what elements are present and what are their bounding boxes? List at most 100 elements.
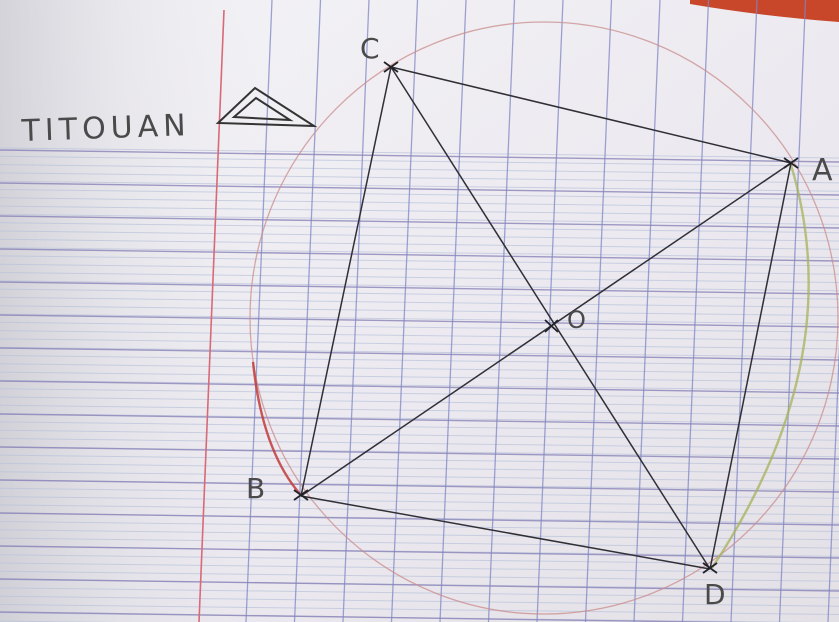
fine-rule: [0, 272, 839, 283]
fine-rule: [0, 238, 839, 250]
segment-ad: [709, 162, 792, 570]
main-rule: [0, 512, 839, 526]
fine-rule: [0, 404, 839, 416]
circumscribed-circle: [249, 21, 839, 615]
fine-rule: [0, 379, 839, 391]
fine-rule: [0, 313, 839, 325]
fine-rule: [0, 330, 839, 342]
mark-c: [383, 61, 399, 73]
fine-rule: [0, 396, 839, 408]
main-rule: [0, 545, 839, 559]
fine-rule: [0, 247, 839, 259]
grid-column-line: [633, 0, 661, 622]
main-rule: [0, 578, 839, 592]
fine-rule: [0, 487, 839, 499]
label-a: A: [812, 153, 833, 188]
fine-rule: [0, 562, 839, 574]
mark-b: [293, 489, 309, 501]
main-rule: [0, 182, 839, 196]
background-corner: [690, 0, 839, 22]
fine-rule: [0, 155, 839, 167]
fine-rule: [0, 471, 839, 483]
fine-ruled-lines: [0, 147, 839, 622]
fine-rule: [0, 371, 839, 383]
mark-a: [783, 157, 799, 169]
fine-rule: [0, 288, 839, 300]
fine-rule: [0, 147, 839, 159]
grid-column-line: [681, 0, 710, 622]
main-rule: [0, 347, 839, 361]
grid-column-line: [342, 0, 370, 622]
main-rule: [0, 149, 839, 163]
main-rule: [0, 248, 839, 262]
fine-rule: [0, 504, 839, 516]
fine-rule: [0, 496, 839, 508]
fine-rule: [0, 296, 839, 308]
fine-rule: [0, 595, 839, 607]
student-name: TITOUAN: [20, 108, 191, 149]
main-rule: [0, 446, 839, 460]
fine-rule: [0, 346, 839, 358]
fine-rule: [0, 321, 839, 333]
fine-rule: [0, 189, 839, 200]
mark-d: [702, 562, 718, 574]
fine-rule: [0, 429, 839, 441]
vertical-grid-lines: [245, 0, 839, 622]
main-rule: [0, 281, 839, 295]
grid-column-line: [730, 0, 758, 622]
fine-rule: [0, 521, 839, 532]
fine-rule: [0, 462, 839, 474]
grid-column-line: [487, 0, 516, 622]
fine-rule: [0, 554, 839, 566]
grid-column-line: [439, 0, 467, 622]
fine-rule: [0, 180, 839, 192]
fine-rule: [0, 164, 839, 176]
fine-rule: [0, 255, 839, 267]
label-o: O: [567, 306, 586, 334]
mark-o: [544, 319, 559, 333]
fine-rule: [0, 280, 839, 292]
segment-cb: [300, 66, 392, 497]
fine-rule: [0, 413, 839, 425]
diagonal-cd: [390, 66, 711, 570]
green-arc: [710, 164, 810, 569]
figure-lines: [300, 66, 792, 570]
fine-rule: [0, 263, 839, 275]
fine-rule: [0, 537, 839, 549]
grid-column-line: [293, 0, 322, 622]
point-marks: [293, 61, 799, 574]
grid-column-line: [584, 0, 613, 622]
triangle-doodle: [215, 86, 318, 128]
fine-rule: [0, 355, 839, 366]
grid-column-line: [536, 0, 564, 622]
fine-rule: [0, 604, 839, 615]
grid-column-line: [827, 343, 839, 622]
red-arc: [251, 361, 301, 495]
margin-line: [198, 9, 225, 622]
fine-rule: [0, 305, 839, 317]
fine-rule: [0, 587, 839, 599]
fine-rule: [0, 230, 839, 242]
fine-rule: [0, 454, 839, 466]
left-shadow: [0, 0, 330, 622]
fine-rule: [0, 529, 839, 541]
fine-rule: [0, 172, 839, 184]
grid-column-line: [778, 0, 807, 622]
diagonal-ba: [300, 162, 792, 497]
main-rule: [0, 479, 839, 493]
segment-ca: [390, 66, 792, 164]
fine-rule: [0, 388, 839, 400]
main-rule: [0, 380, 839, 394]
segment-bd: [300, 495, 711, 570]
label-d: D: [704, 578, 726, 611]
label-c: C: [360, 32, 380, 65]
fine-rule: [0, 570, 839, 582]
label-b: B: [246, 472, 265, 505]
fine-rule: [0, 421, 839, 433]
fine-rule: [0, 197, 839, 209]
grid-column-line: [245, 0, 273, 622]
main-rule: [0, 314, 839, 328]
main-rule: [0, 611, 749, 622]
grid-column-line: [390, 0, 419, 622]
